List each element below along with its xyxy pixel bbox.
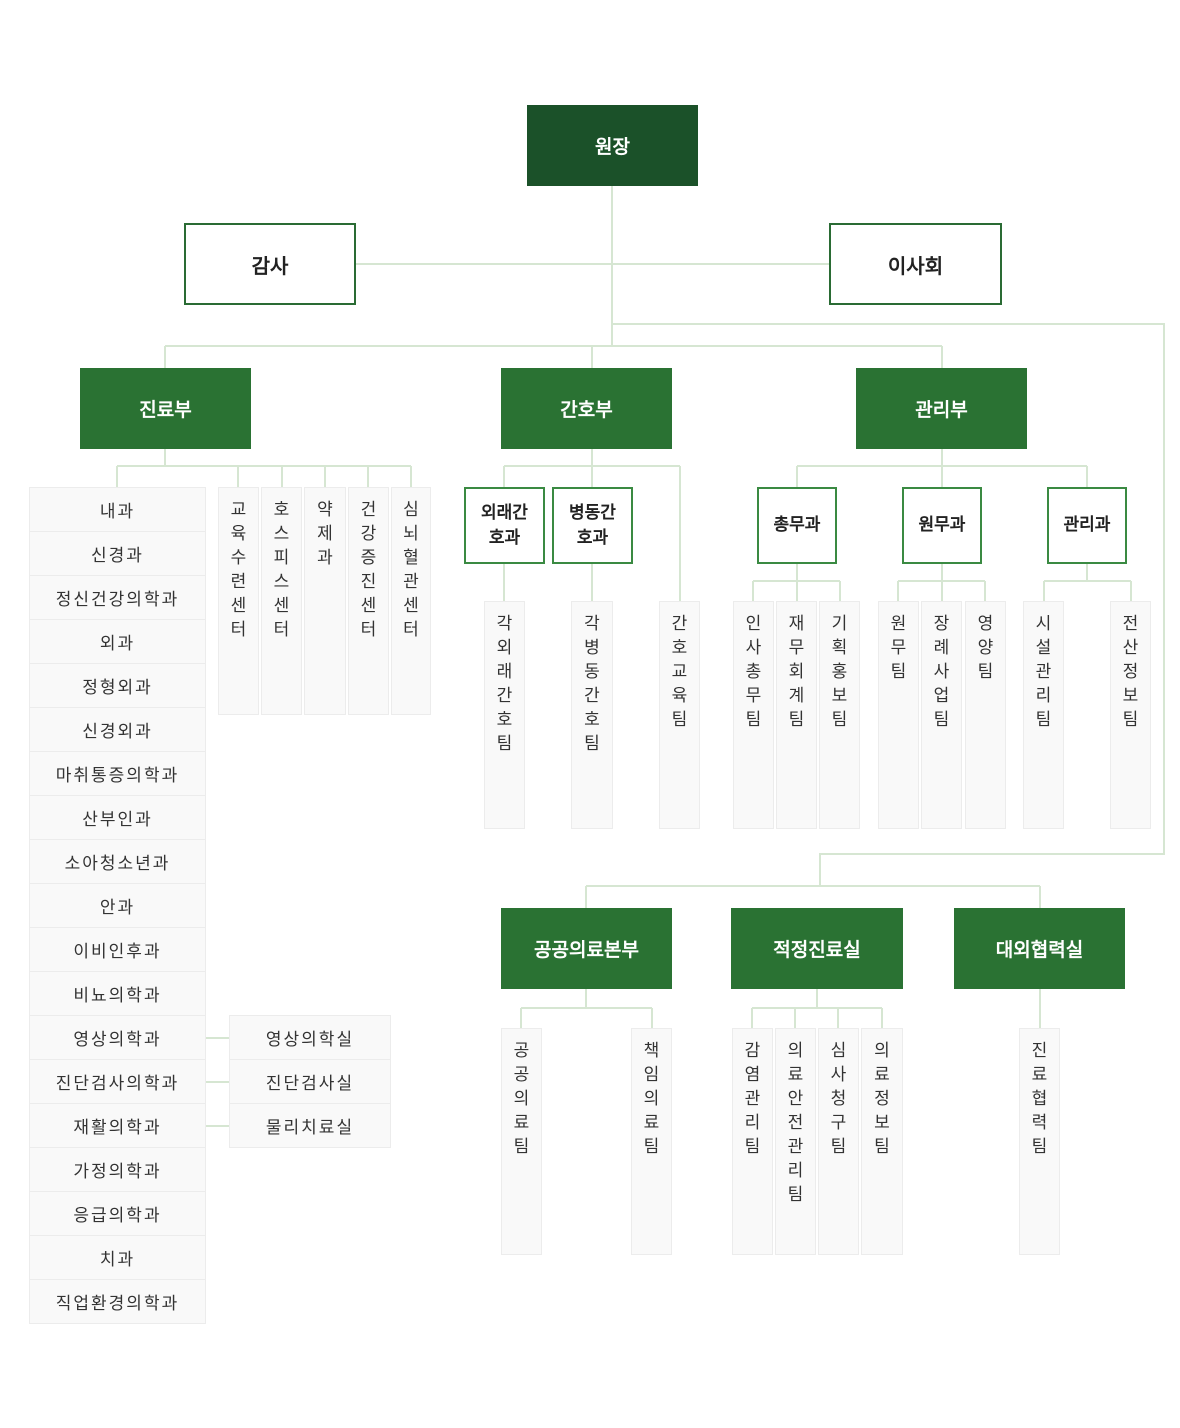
dept-cell: 안과 bbox=[29, 883, 206, 928]
external-relations-division-box: 대외협력실 bbox=[954, 908, 1125, 989]
center-cell: 심뇌혈관센터 bbox=[391, 487, 431, 715]
team-cell: 의료정보팀 bbox=[861, 1028, 903, 1255]
team-cell: 영양팀 bbox=[965, 601, 1006, 829]
support-room-cell: 영상의학실 bbox=[229, 1015, 391, 1060]
admin-division-box: 관리부 bbox=[856, 368, 1027, 449]
dept-cell: 소아청소년과 bbox=[29, 839, 206, 884]
team-cell: 전산정보팀 bbox=[1110, 601, 1151, 829]
quality-care-division-box: 적정진료실 bbox=[731, 908, 903, 989]
dept-cell: 비뇨의학과 bbox=[29, 971, 206, 1016]
dept-cell: 재활의학과 bbox=[29, 1103, 206, 1148]
nursing-section-box: 외래간호과 bbox=[464, 487, 545, 564]
dept-cell: 정형외과 bbox=[29, 663, 206, 708]
center-cell: 건강증진센터 bbox=[348, 487, 389, 715]
team-cell: 심사청구팀 bbox=[818, 1028, 859, 1255]
auditor-box: 감사 bbox=[184, 223, 356, 305]
team-cell: 감염관리팀 bbox=[732, 1028, 773, 1255]
dept-cell: 내과 bbox=[29, 487, 206, 532]
team-cell: 진료협력팀 bbox=[1019, 1028, 1060, 1255]
nursing-division-box: 간호부 bbox=[501, 368, 672, 449]
dept-cell: 치과 bbox=[29, 1235, 206, 1280]
dept-cell: 산부인과 bbox=[29, 795, 206, 840]
dept-cell: 정신건강의학과 bbox=[29, 575, 206, 620]
team-cell: 각병동간호팀 bbox=[571, 601, 613, 829]
center-cell: 교육수련센터 bbox=[218, 487, 259, 715]
team-cell: 장례사업팀 bbox=[921, 601, 962, 829]
center-cell: 호스피스센터 bbox=[261, 487, 302, 715]
dept-cell: 이비인후과 bbox=[29, 927, 206, 972]
admin-section-box: 원무과 bbox=[902, 487, 982, 564]
support-room-cell: 물리치료실 bbox=[229, 1103, 391, 1148]
team-cell: 재무회계팀 bbox=[776, 601, 817, 829]
dept-cell: 직업환경의학과 bbox=[29, 1279, 206, 1324]
public-health-division-box: 공공의료본부 bbox=[501, 908, 672, 989]
nursing-section-box: 병동간호과 bbox=[552, 487, 633, 564]
team-cell: 의료안전관리팀 bbox=[775, 1028, 816, 1255]
dept-cell: 영상의학과 bbox=[29, 1015, 206, 1060]
dept-cell: 신경외과 bbox=[29, 707, 206, 752]
dept-cell: 신경과 bbox=[29, 531, 206, 576]
dept-cell: 응급의학과 bbox=[29, 1191, 206, 1236]
team-cell: 공공의료팀 bbox=[501, 1028, 542, 1255]
medical-division-box: 진료부 bbox=[80, 368, 251, 449]
team-cell: 기획홍보팀 bbox=[819, 601, 860, 829]
admin-section-box: 총무과 bbox=[757, 487, 837, 564]
dept-cell: 진단검사의학과 bbox=[29, 1059, 206, 1104]
support-room-cell: 진단검사실 bbox=[229, 1059, 391, 1104]
board-box: 이사회 bbox=[829, 223, 1002, 305]
admin-section-box: 관리과 bbox=[1047, 487, 1127, 564]
team-cell: 간호교육팀 bbox=[659, 601, 700, 829]
team-cell: 인사총무팀 bbox=[733, 601, 774, 829]
team-cell: 원무팀 bbox=[878, 601, 919, 829]
dept-cell: 마취통증의학과 bbox=[29, 751, 206, 796]
dept-cell: 가정의학과 bbox=[29, 1147, 206, 1192]
team-cell: 시설관리팀 bbox=[1023, 601, 1064, 829]
team-cell: 책임의료팀 bbox=[631, 1028, 672, 1255]
center-cell: 약제과 bbox=[304, 487, 346, 715]
dept-cell: 외과 bbox=[29, 619, 206, 664]
team-cell: 각외래간호팀 bbox=[484, 601, 525, 829]
director-box: 원장 bbox=[527, 105, 698, 186]
